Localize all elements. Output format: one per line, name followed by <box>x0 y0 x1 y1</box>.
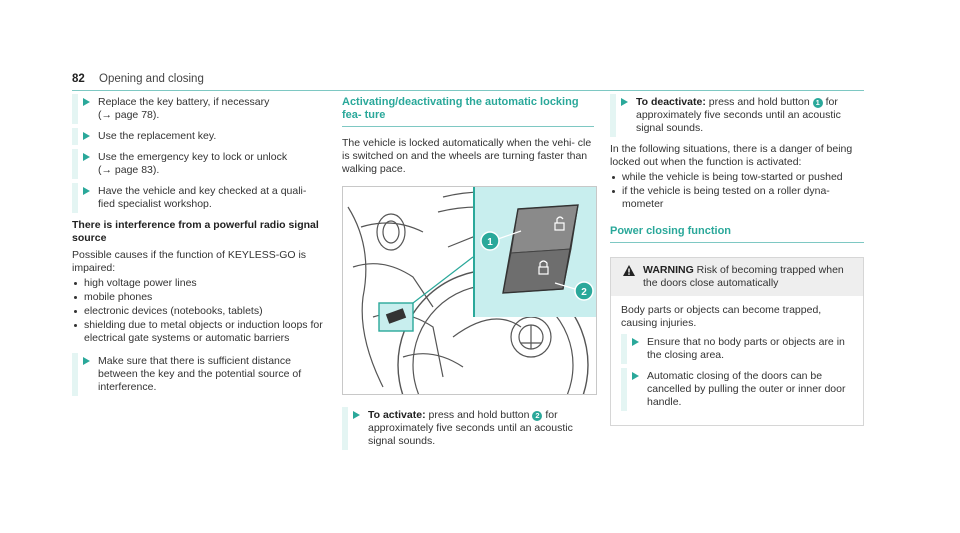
step-text: press and hold button <box>708 96 810 108</box>
step-text: for approximately five seconds until an … <box>368 409 573 447</box>
step-text: Automatic closing of the doors can be ca… <box>647 370 846 408</box>
step-text: Use the emergency key to lock or unlock <box>98 151 288 163</box>
callout-2: 2 <box>581 287 587 298</box>
column-middle: Activating/deactivating the automatic lo… <box>342 96 597 456</box>
arrow-icon <box>83 357 90 365</box>
step-text: Use the replacement key. <box>98 130 217 142</box>
car-interior-illustration: 1 2 <box>347 187 596 394</box>
warning-text: Body parts or objects can become trapped… <box>621 304 822 329</box>
step-text: fied specialist workshop. <box>98 198 212 210</box>
step-emergency-key: Use the emergency key to lock or unlock … <box>72 149 324 179</box>
step-text: Make sure that there is sufficient dista… <box>98 355 302 393</box>
arrow-icon <box>632 338 639 346</box>
situations-list: while the vehicle is being tow-started o… <box>610 171 864 211</box>
section-title: Opening and closing <box>99 73 204 85</box>
step-workshop: Have the vehicle and key checked at a qu… <box>72 183 324 213</box>
step-activate: To activate: press and hold button 2 for… <box>342 407 594 450</box>
subheading-interference: There is interference from a powerful ra… <box>72 219 319 244</box>
warning-label: WARNING <box>643 264 694 276</box>
section-heading-power-closing: Power closing function <box>610 225 864 243</box>
button-number-badge: 1 <box>812 98 823 108</box>
step-deactivate: To deactivate: press and hold button 1 f… <box>610 94 864 137</box>
step-text: Replace the key battery, if necessary <box>98 96 270 108</box>
step-text: press and hold button <box>428 409 530 421</box>
step-text: for approximately five seconds until an … <box>636 96 841 134</box>
warning-icon <box>623 265 635 280</box>
column-right: To deactivate: press and hold button 1 f… <box>610 94 864 426</box>
page-number: 82 <box>72 73 85 85</box>
warning-header: WARNING Risk of becoming trapped when th… <box>611 258 863 296</box>
section-heading-automatic-locking: Activating/deactivating the automatic lo… <box>342 96 594 127</box>
arrow-icon <box>83 98 90 106</box>
arrow-icon <box>621 98 628 106</box>
warning-step: Automatic closing of the doors can be ca… <box>621 368 853 411</box>
description-text: The vehicle is locked automatically when… <box>342 137 592 175</box>
page-reference-link[interactable]: (→ page 83). <box>98 164 160 176</box>
page-header: 82 Opening and closing <box>72 72 864 91</box>
column-left: Replace the key battery, if necessary (→… <box>72 94 324 402</box>
step-replacement-key: Use the replacement key. <box>72 128 324 145</box>
warning-body: Body parts or objects can become trapped… <box>611 296 863 425</box>
arrow-icon <box>83 132 90 140</box>
step-label: To deactivate: <box>636 96 706 108</box>
list-item: mobile phones <box>72 291 324 304</box>
arrow-icon <box>353 411 360 419</box>
list-item: while the vehicle is being tow-started o… <box>610 171 864 184</box>
arrow-icon <box>83 153 90 161</box>
step-sufficient-distance: Make sure that there is sufficient dista… <box>72 353 324 396</box>
situations-intro: In the following situations, there is a … <box>610 143 853 168</box>
illustration-door-panel: 1 2 <box>342 186 597 395</box>
step-replace-battery: Replace the key battery, if necessary (→… <box>72 94 324 124</box>
button-number-badge: 2 <box>532 411 543 421</box>
step-text: Ensure that no body parts or objects are… <box>647 336 845 361</box>
arrow-icon <box>83 187 90 195</box>
callout-1: 1 <box>487 237 493 248</box>
list-item: electronic devices (notebooks, tablets) <box>72 305 324 318</box>
warning-step: Ensure that no body parts or objects are… <box>621 334 853 364</box>
list-item: if the vehicle is being tested on a roll… <box>610 185 864 211</box>
list-item: high voltage power lines <box>72 277 324 290</box>
list-item: shielding due to metal objects or induct… <box>72 319 324 345</box>
causes-list: high voltage power lines mobile phones e… <box>72 277 324 345</box>
intro-text: Possible causes if the function of KEYLE… <box>72 249 307 274</box>
warning-title: Risk of becoming trapped when the doors … <box>643 264 844 289</box>
step-label: To activate: <box>368 409 426 421</box>
warning-box: WARNING Risk of becoming trapped when th… <box>610 257 864 426</box>
step-text: Have the vehicle and key checked at a qu… <box>98 185 307 197</box>
page-reference-link[interactable]: (→ page 78). <box>98 109 160 121</box>
arrow-icon <box>632 372 639 380</box>
